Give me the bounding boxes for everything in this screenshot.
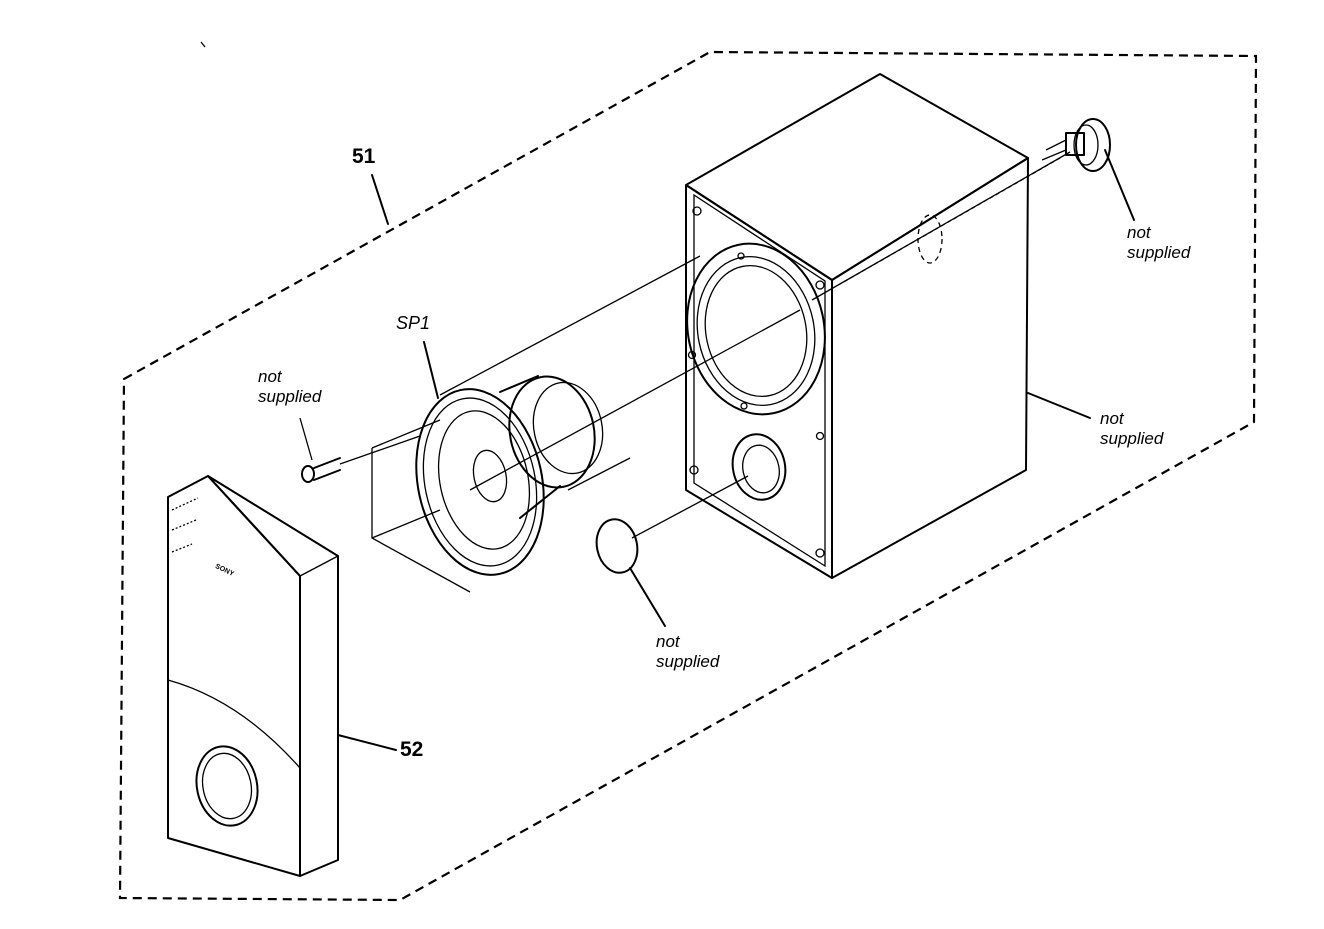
port-ring-icon (595, 475, 749, 574)
screw-icon (301, 435, 421, 483)
callout-52: 52 (400, 738, 424, 761)
note-screw: not supplied (258, 367, 321, 407)
leader-screw (299, 417, 313, 461)
note-terminal-line1: not (1127, 223, 1151, 242)
leader-cabinet (1027, 392, 1091, 419)
note-terminal: not supplied (1127, 223, 1190, 263)
note-cabinet-line1: not (1100, 409, 1124, 428)
note-port-ring: not supplied (656, 632, 719, 672)
note-cabinet: not supplied (1100, 409, 1163, 449)
note-screw-line1: not (258, 367, 282, 386)
note-screw-line2: supplied (258, 387, 322, 406)
note-cabinet-line2: supplied (1100, 429, 1164, 448)
front-grille (167, 475, 339, 877)
assembly-boundary (118, 50, 1258, 902)
leader-sp1 (423, 341, 439, 399)
note-port-ring-line2: supplied (656, 652, 720, 671)
terminal-icon (1041, 118, 1111, 172)
note-terminal-line2: supplied (1127, 243, 1191, 262)
note-port-ring-line1: not (656, 632, 680, 651)
leader-port-ring (629, 567, 666, 627)
leader-terminal (1104, 149, 1135, 221)
leader-52 (337, 734, 397, 751)
callout-sp1: SP1 (396, 313, 431, 333)
woofer-sp1 (371, 255, 801, 593)
leader-51 (371, 174, 389, 225)
stray-mark (200, 41, 206, 48)
speaker-cabinet (685, 73, 1029, 579)
callout-51: 51 (352, 145, 376, 168)
